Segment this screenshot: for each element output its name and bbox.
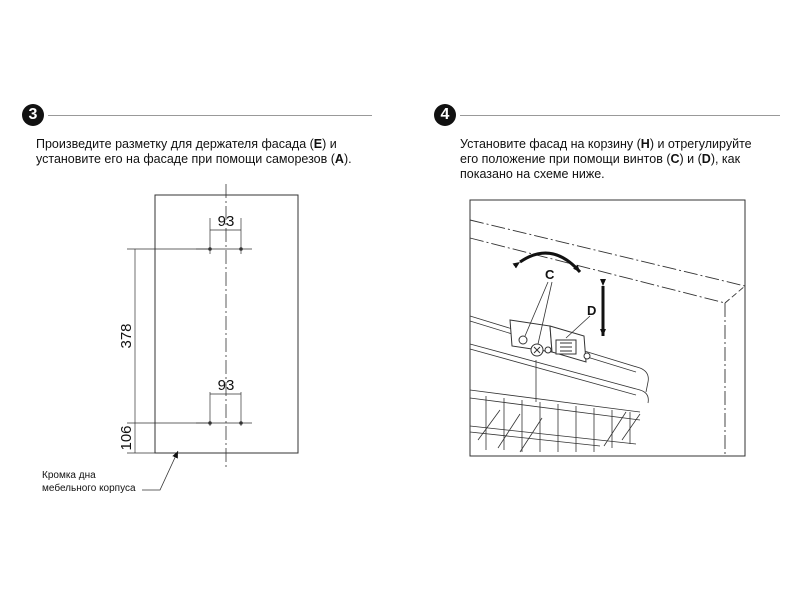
assembly-drawing: [469, 199, 746, 457]
d-leader: [565, 315, 591, 339]
dim-bottom-label: 106: [118, 425, 135, 450]
step4-text-run: ), как показано на схеме ниже.: [460, 152, 741, 181]
edge-leader: [142, 450, 179, 491]
top-right-hole: [239, 247, 243, 251]
facade-panel: [154, 194, 299, 454]
step3-text-run: Произведите разметку для держателя фасад…: [36, 137, 314, 151]
label-d: D: [587, 303, 596, 318]
step3-text-run: ).: [343, 152, 352, 166]
edge-label-line2: мебельного корпуса: [42, 482, 136, 494]
screw-small: [544, 346, 552, 354]
step3-text-run: A: [334, 152, 344, 166]
step4-text-run: ) и (: [679, 152, 702, 166]
step3-text-run: ) и установите его на фасаде при помощи …: [36, 137, 337, 166]
step-3-rule: [48, 115, 372, 116]
step3-text-run: E: [313, 137, 323, 151]
step4-text-run: D: [701, 152, 711, 166]
label-c: C: [545, 267, 555, 282]
screw-c-left: [518, 335, 528, 345]
step-4-rule: [460, 115, 780, 116]
step4-text-run: Установите фасад на корзину (: [460, 137, 641, 151]
screw-d: [583, 352, 591, 360]
step-3-number: 3: [28, 106, 38, 123]
step-3-instruction: Произведите разметку для держателя фасад…: [36, 137, 366, 167]
c-leader-1: [524, 281, 549, 337]
low-right-hole: [239, 421, 243, 425]
facade-top-edge: [469, 219, 746, 456]
step4-text-run: C: [670, 152, 680, 166]
step4-text-run: ) и отрегулируйте его положение при помо…: [460, 137, 752, 166]
facade-holder: [509, 319, 591, 363]
rotation-arrow: [512, 251, 582, 273]
step-3-badge: 3: [22, 104, 44, 126]
step-4-instruction: Установите фасад на корзину (H) и отрегу…: [460, 137, 770, 182]
c-leader-2: [537, 281, 553, 345]
dim-top-label: 93: [218, 213, 235, 230]
step-4-badge: 4: [434, 104, 456, 126]
step-4-number: 4: [440, 106, 450, 123]
dim-middle-label: 93: [218, 377, 235, 394]
facade-drawing: [127, 184, 299, 491]
dim-vertical-label: 378: [118, 323, 135, 348]
step4-text-run: H: [640, 137, 650, 151]
edge-label-line1: Кромка дна: [42, 470, 96, 481]
